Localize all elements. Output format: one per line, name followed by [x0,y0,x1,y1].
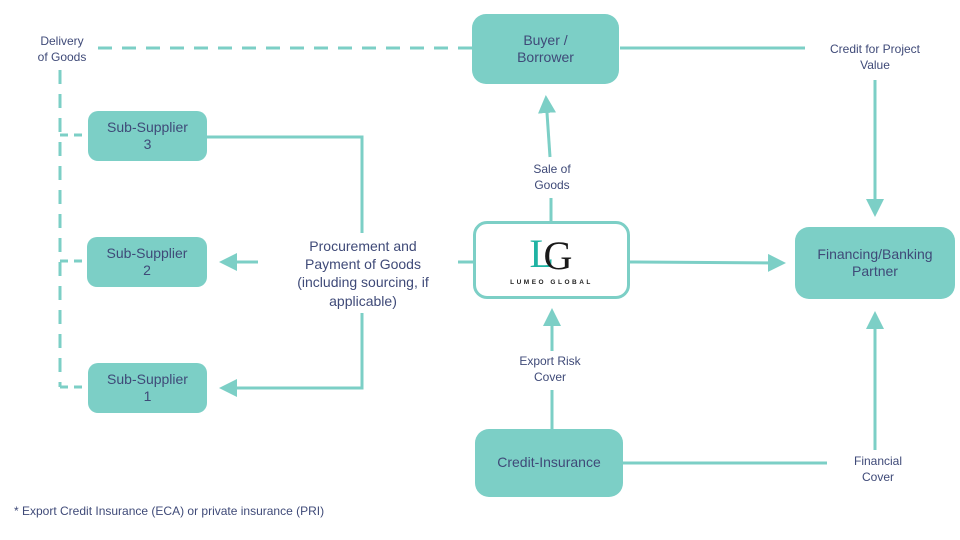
node-credit-insurance[interactable]: Credit-Insurance [475,429,623,497]
edge-sale-goods-upper [538,95,556,158]
node-credit-insurance-label: Credit-Insurance [497,454,601,471]
node-buyer-borrower[interactable]: Buyer / Borrower [472,14,619,84]
edge-procurement-ss1 [219,313,364,397]
lumeo-logo-icon: L G [522,230,582,278]
logo-letter-g: G [543,232,573,278]
label-delivery-of-goods: Delivery of Goods [28,34,96,66]
logo-letter-l: L [529,230,554,276]
label-export-risk-cover: Export Risk Cover [505,354,595,386]
node-lumeo-global[interactable]: L G LUMEO GLOBAL [473,221,630,299]
label-financial-cover: Financial Cover [833,454,923,486]
label-procurement-payment: Procurement and Payment of Goods (includ… [268,237,458,310]
node-sub-supplier-2[interactable]: Sub-Supplier 2 [87,237,207,287]
label-credit-for-project-value: Credit for Project Value [810,42,940,74]
node-buyer-borrower-label: Buyer / Borrower [517,31,574,66]
node-financing-partner[interactable]: Financing/Banking Partner [795,227,955,299]
label-sale-of-goods: Sale of Goods [522,162,582,194]
edge-procurement-ss3 [207,135,364,233]
node-sub-supplier-3-label: Sub-Supplier 3 [107,118,188,153]
node-sub-supplier-1-label: Sub-Supplier 1 [107,370,188,405]
node-financing-partner-label: Financing/Banking Partner [817,245,933,280]
footnote: * Export Credit Insurance (ECA) or priva… [14,504,325,518]
node-sub-supplier-3[interactable]: Sub-Supplier 3 [88,111,207,161]
node-sub-supplier-2-label: Sub-Supplier 2 [106,244,188,279]
node-sub-supplier-1[interactable]: Sub-Supplier 1 [88,363,207,413]
lumeo-logo-text: LUMEO GLOBAL [510,278,593,286]
edge-lumeo-financing [629,253,786,272]
